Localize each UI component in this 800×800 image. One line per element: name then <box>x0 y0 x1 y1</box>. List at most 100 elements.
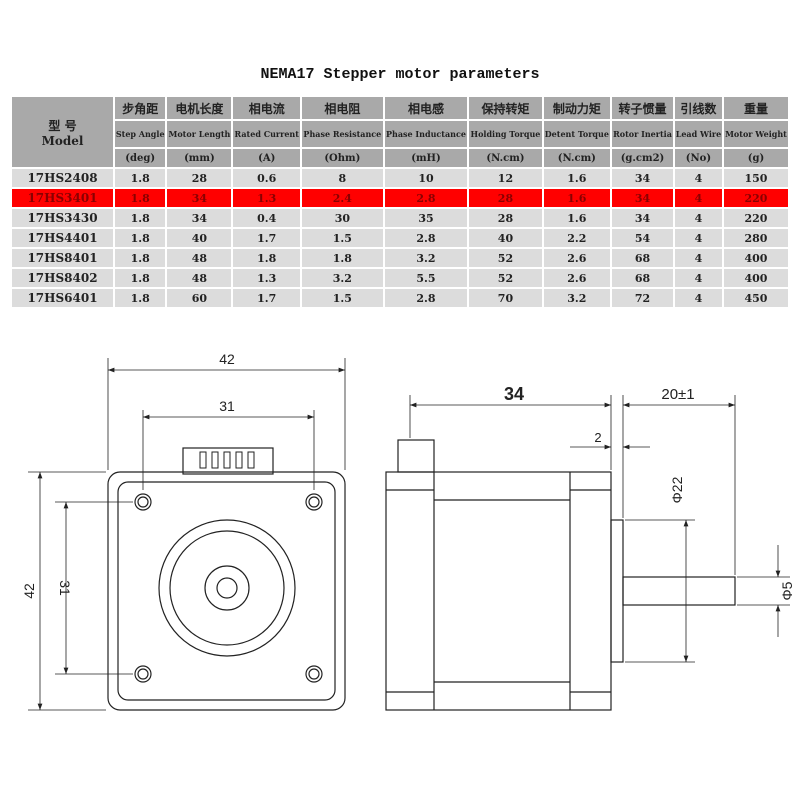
value-cell: 4 <box>674 249 722 267</box>
value-cell: 28 <box>469 189 542 207</box>
value-cell: 2.8 <box>384 189 468 207</box>
value-cell: 0.4 <box>233 209 301 227</box>
column-unit: (deg) <box>115 149 166 167</box>
column-header-cn: 保持转矩 <box>469 97 542 119</box>
value-cell: 28 <box>469 209 542 227</box>
model-cell: 17HS8401 <box>12 249 113 267</box>
value-cell: 1.6 <box>543 169 611 187</box>
page-title: NEMA17 Stepper motor parameters <box>260 66 540 83</box>
column-header-en: Detent Torque <box>543 121 611 147</box>
column-unit: (mH) <box>384 149 468 167</box>
front-view <box>107 447 346 711</box>
value-cell: 1.3 <box>233 189 301 207</box>
value-cell: 34 <box>612 209 673 227</box>
model-cell: 17HS8402 <box>12 269 113 287</box>
value-cell: 1.8 <box>233 249 301 267</box>
value-cell: 220 <box>723 189 788 207</box>
value-cell: 30 <box>302 209 383 227</box>
value-cell: 68 <box>612 249 673 267</box>
column-header-cn: 转子惯量 <box>612 97 673 119</box>
value-cell: 2.4 <box>302 189 383 207</box>
width-dimension: 42 <box>219 351 235 367</box>
side-view <box>385 439 736 711</box>
column-header-en: Step Angle <box>115 121 166 147</box>
column-header-cn: 制动力矩 <box>543 97 611 119</box>
column-header-en: Motor Length <box>167 121 232 147</box>
value-cell: 1.8 <box>115 289 166 307</box>
value-cell: 40 <box>469 229 542 247</box>
body-length-dimension: 34 <box>504 384 524 404</box>
height-dimension: 42 <box>21 583 37 599</box>
value-cell: 1.3 <box>233 269 301 287</box>
value-cell: 2.6 <box>543 269 611 287</box>
value-cell: 4 <box>674 229 722 247</box>
hole-spacing-v-dimension: 31 <box>57 580 73 596</box>
value-cell: 34 <box>612 169 673 187</box>
model-cell: 17HS2408 <box>12 169 113 187</box>
shaft-length-dimension: 20±1 <box>661 386 694 403</box>
column-header-cn: 相电阻 <box>302 97 383 119</box>
value-cell: 1.8 <box>115 189 166 207</box>
value-cell: 34 <box>167 189 232 207</box>
column-header-en: Rotor Inertia <box>612 121 673 147</box>
column-unit: (Ohm) <box>302 149 383 167</box>
value-cell: 4 <box>674 189 722 207</box>
value-cell: 34 <box>167 209 232 227</box>
dimension-drawing: 42 31 42 31 34 20±1 2 Φ22 Φ5 <box>21 351 795 711</box>
value-cell: 35 <box>384 209 468 227</box>
model-cell: 17HS3430 <box>12 209 113 227</box>
value-cell: 400 <box>723 249 788 267</box>
value-cell: 52 <box>469 249 542 267</box>
column-unit: (No) <box>674 149 722 167</box>
value-cell: 4 <box>674 209 722 227</box>
column-unit: (g) <box>723 149 788 167</box>
column-header-en: Lead Wire <box>674 121 722 147</box>
value-cell: 2.8 <box>384 289 468 307</box>
value-cell: 0.6 <box>233 169 301 187</box>
column-header-en: Rated Current <box>233 121 301 147</box>
value-cell: 3.2 <box>302 269 383 287</box>
value-cell: 1.8 <box>115 269 166 287</box>
column-header-en: Motor Weight <box>723 121 788 147</box>
value-cell: 48 <box>167 269 232 287</box>
column-unit: (A) <box>233 149 301 167</box>
value-cell: 450 <box>723 289 788 307</box>
boss-diameter-dimension: Φ22 <box>669 476 685 503</box>
value-cell: 40 <box>167 229 232 247</box>
value-cell: 3.2 <box>384 249 468 267</box>
value-cell: 5.5 <box>384 269 468 287</box>
model-cell: 17HS6401 <box>12 289 113 307</box>
model-cell: 17HS3401 <box>12 189 113 207</box>
column-unit: (g.cm2) <box>612 149 673 167</box>
column-header-cn: 引线数 <box>674 97 722 119</box>
value-cell: 70 <box>469 289 542 307</box>
value-cell: 1.8 <box>115 209 166 227</box>
value-cell: 28 <box>167 169 232 187</box>
column-unit: (N.cm) <box>543 149 611 167</box>
value-cell: 1.5 <box>302 229 383 247</box>
value-cell: 4 <box>674 269 722 287</box>
value-cell: 10 <box>384 169 468 187</box>
column-header-cn: 步角距 <box>115 97 166 119</box>
model-cell: 17HS4401 <box>12 229 113 247</box>
value-cell: 54 <box>612 229 673 247</box>
value-cell: 1.6 <box>543 209 611 227</box>
value-cell: 1.8 <box>115 169 166 187</box>
value-cell: 1.6 <box>543 189 611 207</box>
column-header-en: Holding Torque <box>469 121 542 147</box>
value-cell: 52 <box>469 269 542 287</box>
value-cell: 1.8 <box>115 229 166 247</box>
value-cell: 4 <box>674 289 722 307</box>
column-header-en: Phase Resistance <box>302 121 383 147</box>
value-cell: 34 <box>612 189 673 207</box>
value-cell: 1.7 <box>233 289 301 307</box>
value-cell: 1.7 <box>233 229 301 247</box>
value-cell: 68 <box>612 269 673 287</box>
column-header-en: Phase Inductance <box>384 121 468 147</box>
column-unit: (mm) <box>167 149 232 167</box>
